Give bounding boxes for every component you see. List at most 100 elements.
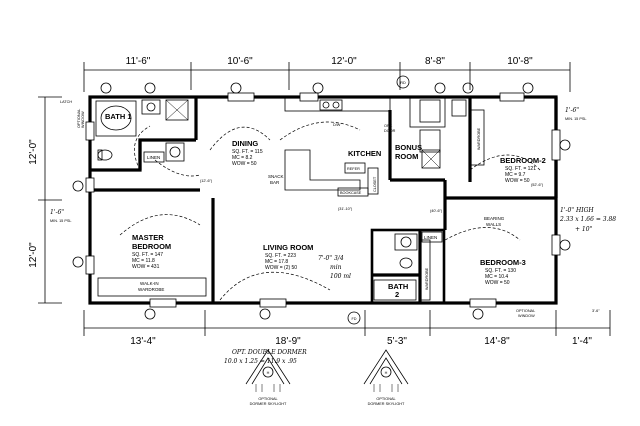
label-kitchen: KITCHEN bbox=[348, 149, 381, 158]
dormer-right-h: H bbox=[385, 371, 388, 375]
label-dw: D/W bbox=[333, 123, 341, 127]
left-small-note: MIN. 15 PSL bbox=[50, 219, 72, 223]
dim-bottom-3: 5'-3" bbox=[387, 336, 407, 347]
label-closet: CLOSET bbox=[373, 176, 377, 192]
dim-top-4: 8'-8" bbox=[425, 56, 445, 67]
label-optional-left-2: WINDOW bbox=[81, 111, 85, 128]
dim-bottom-1: 13'-4" bbox=[130, 336, 156, 347]
label-bookcase: BOOKCASE bbox=[340, 191, 362, 195]
label-optional-left-1: OPTIONAL bbox=[77, 109, 81, 128]
label-optional-window-1: OPTIONAL bbox=[516, 309, 535, 313]
dining-wow: WOW = 50 bbox=[232, 161, 257, 167]
label-refer: REFER bbox=[347, 167, 360, 171]
dim-left-1: 12'-0" bbox=[28, 139, 39, 165]
label-bedroom2: BEDROOM-2 bbox=[500, 156, 546, 165]
dim-bottom-4: 14'-8" bbox=[484, 336, 510, 347]
bedroom2-wow: WOW = 50 bbox=[505, 178, 530, 184]
range-and-washer bbox=[419, 99, 467, 169]
label-wardrobe-b3: WARDROBE bbox=[425, 267, 429, 290]
label-linen-2: LINEN bbox=[424, 235, 437, 240]
living-mc: MC = 17.8 bbox=[265, 259, 288, 265]
dormer-skylight-left: H OPTIONAL DORMER SKYLIGHT bbox=[245, 349, 291, 406]
label-bonus-1: BONUS bbox=[395, 143, 422, 152]
label-opt-door-2: DOOR bbox=[384, 129, 396, 133]
label-latch: LATCH bbox=[60, 100, 72, 104]
tiny-dim-2: (31'-10") bbox=[338, 207, 353, 211]
tiny-dim-5: 3'-6" bbox=[592, 309, 600, 313]
marker-rd: RD bbox=[400, 81, 406, 85]
label-bath2-1: BATH bbox=[388, 282, 408, 291]
label-living: LIVING ROOM bbox=[263, 243, 313, 252]
tiny-dim-1: (12'-6") bbox=[200, 179, 213, 183]
label-master-2: BEDROOM bbox=[132, 242, 171, 251]
skylight-right-1: OPTIONAL bbox=[376, 397, 395, 401]
windows bbox=[85, 92, 561, 308]
bedroom2-hand-1: 1'-0" HIGH bbox=[560, 207, 594, 214]
master-sqft: SQ. FT. = 147 bbox=[132, 252, 163, 258]
water-heater bbox=[165, 142, 185, 162]
bedroom2-hand-3: + 10" bbox=[575, 226, 593, 233]
bedroom2-hand-2: 2.33 x 1.66 = 3.88 bbox=[559, 216, 616, 223]
dashed-arcs bbox=[119, 121, 541, 301]
label-bearing-1: BEARING bbox=[484, 216, 505, 221]
label-dining: DINING bbox=[232, 139, 258, 148]
dim-top-3: 12'-0" bbox=[331, 56, 357, 67]
label-walkin-1: WALK-IN bbox=[140, 281, 159, 286]
bedroom3-mc: MC = 10.4 bbox=[485, 274, 508, 280]
right-top-note: 1'-6" bbox=[565, 107, 579, 114]
label-bearing-2: WALLS bbox=[486, 222, 501, 227]
dim-bottom-5: 1'-4" bbox=[572, 336, 592, 347]
tiny-dim-4: (52'-6") bbox=[531, 183, 544, 187]
label-linen: LINEN bbox=[147, 155, 160, 160]
label-master-1: MASTER bbox=[132, 233, 164, 242]
dim-top-5: 10'-8" bbox=[507, 56, 533, 67]
dim-bottom-2: 18'-9" bbox=[275, 336, 301, 347]
label-bath1: BATH 1 bbox=[105, 112, 132, 121]
label-opt-door-1: OPT. bbox=[384, 124, 392, 128]
label-wardrobe-b2: WARDROBE bbox=[477, 127, 481, 150]
dormer-left-h: H bbox=[267, 371, 270, 375]
label-snack-2: BAR bbox=[270, 180, 280, 185]
label-walkin-2: WARDROBE bbox=[138, 287, 164, 292]
sink-bath1 bbox=[141, 99, 189, 121]
bedroom2-mc: MC = 9.7 bbox=[505, 172, 526, 178]
interior-walls bbox=[90, 96, 556, 305]
markers: RD FD bbox=[72, 75, 571, 325]
skylight-left-1: OPTIONAL bbox=[258, 397, 277, 401]
skylight-right-2: DORMER SKYLIGHT bbox=[368, 402, 405, 406]
tiny-dim-3: (40'-6") bbox=[430, 209, 443, 213]
bedroom3-wow: WOW = 50 bbox=[485, 280, 510, 286]
bedroom3-sqft: SQ. FT. = 130 bbox=[485, 268, 516, 274]
living-hand-1: 7'-0" 3/4 bbox=[318, 255, 344, 262]
right-top-sub: MIN. 15 PSL bbox=[565, 117, 587, 121]
skylight-left-2: DORMER SKYLIGHT bbox=[250, 402, 287, 406]
label-optional-window-2: WINDOW bbox=[518, 314, 535, 318]
dim-left-2: 12'-0" bbox=[28, 242, 39, 268]
bathtub-bath1 bbox=[95, 100, 137, 137]
bedroom2-sqft: SQ. FT. = 121 bbox=[505, 166, 536, 172]
secondary-labels: LINEN LINEN WALK-IN WARDROBE WARDROBE WA… bbox=[60, 100, 535, 318]
top-dimension-line: 11'-6" 10'-6" 12'-0" 8'-8" 10'-8" bbox=[83, 56, 571, 92]
left-dimension-line: 12'-0" 12'-0" bbox=[28, 96, 62, 304]
dim-top-1: 11'-6" bbox=[126, 56, 151, 67]
toilet-bath1 bbox=[97, 149, 113, 161]
dormer-skylight-right: H OPTIONAL DORMER SKYLIGHT bbox=[363, 349, 409, 406]
room-labels: BATH 1 DINING SQ. FT. = 115 MC = 8.2 WOW… bbox=[105, 112, 546, 299]
dining-sqft: SQ. FT. = 115 bbox=[232, 149, 263, 155]
left-small-1: 1'-6" bbox=[50, 209, 64, 216]
living-sqft: SQ. FT. = 223 bbox=[265, 253, 296, 259]
bottom-dimension-line: 13'-4" 18'-9" 5'-3" 14'-8" 1'-4" bbox=[83, 310, 611, 347]
label-bath2-2: 2 bbox=[395, 290, 399, 299]
kitchen-sink bbox=[319, 99, 343, 111]
bath2-fixtures bbox=[373, 233, 418, 301]
living-wow: WOW = (2) 50 bbox=[265, 265, 297, 271]
dining-mc: MC = 8.2 bbox=[232, 155, 253, 161]
living-hand-3: 100 ml bbox=[330, 273, 351, 280]
label-bonus-2: ROOM bbox=[395, 152, 418, 161]
dim-top-2: 10'-6" bbox=[227, 56, 253, 67]
label-snack-1: SNACK bbox=[268, 174, 284, 179]
master-wow: WOW = 431 bbox=[132, 264, 160, 270]
master-mc: MC = 11.8 bbox=[132, 258, 155, 264]
